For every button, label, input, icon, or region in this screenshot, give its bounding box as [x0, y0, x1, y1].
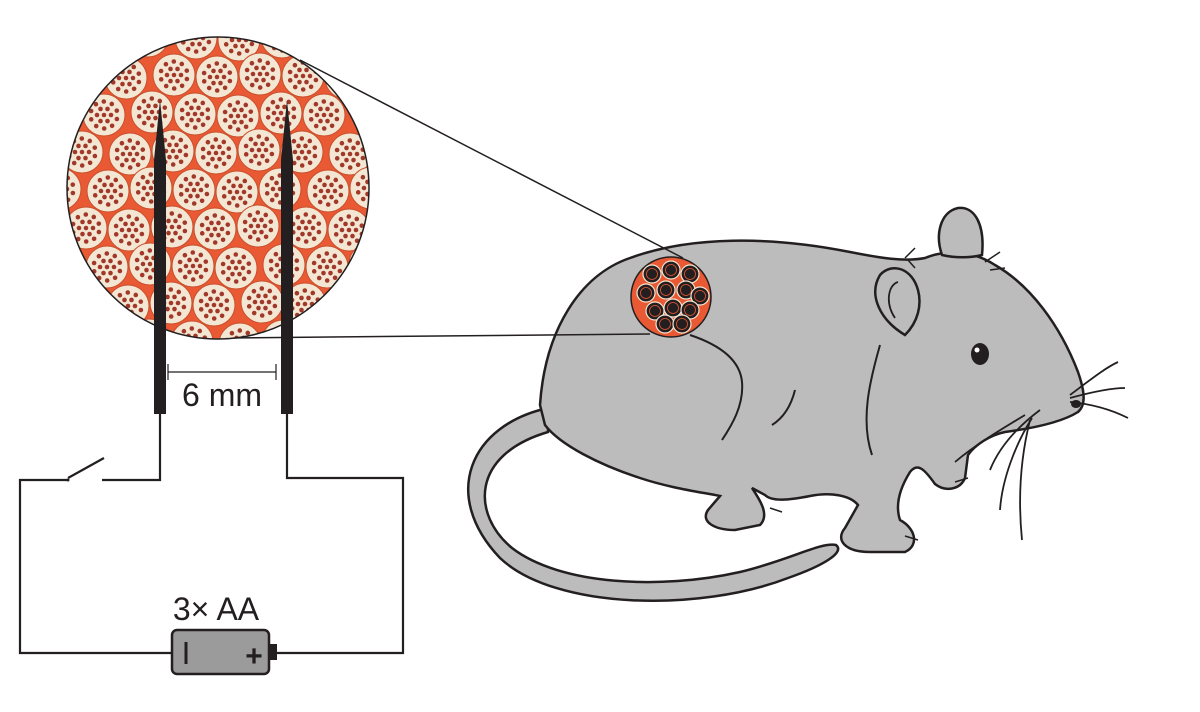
muscle-fiber [106, 284, 150, 328]
muscle-fiber [284, 206, 328, 250]
muscle-fiber-small [690, 286, 710, 306]
muscle-fiber [85, 245, 129, 289]
muscle-fiber [303, 37, 347, 61]
circuit-wires [18, 414, 405, 655]
muscle-fiber [67, 319, 85, 339]
mouse-toes [769, 477, 969, 541]
muscle-fiber-small [661, 260, 681, 280]
muscle-fiber [67, 54, 105, 98]
muscle-fiber [237, 128, 281, 172]
muscle-fiber [108, 132, 152, 176]
muscle-fiber [104, 56, 148, 100]
muscle-fiber [259, 91, 303, 135]
muscle-fiber [218, 322, 262, 339]
muscle-fiber [83, 37, 127, 61]
electrode-left [154, 100, 166, 414]
mouse-illustration [467, 206, 1129, 603]
muscle-fiber [326, 284, 369, 328]
muscle-fiber-small [676, 280, 696, 300]
muscle-fiber [67, 206, 108, 250]
muscle-fiber [236, 204, 280, 248]
mouse-fur-tufts [904, 247, 1006, 271]
muscle-fiber-small [655, 314, 675, 334]
muscle-fiber-small [680, 264, 700, 284]
muscle-fiber-small [642, 264, 662, 284]
distance-label: 6 mm [182, 377, 262, 413]
muscle-fiber-small [645, 301, 665, 321]
mouse-haunch-line [689, 334, 744, 441]
muscle-fiber [346, 37, 369, 58]
mouse-body [538, 239, 1085, 554]
mouse-eye [971, 343, 989, 365]
muscle-fiber [238, 52, 282, 96]
distance-marker [167, 364, 277, 380]
muscle-fiber [216, 94, 260, 138]
muscle-fiber [86, 169, 130, 213]
muscle-fiber [349, 166, 369, 210]
muscle-fiber [328, 132, 369, 176]
muscle-fiber [302, 93, 346, 137]
muscle-fiber [214, 246, 258, 290]
muscle-fiber-small [672, 314, 692, 334]
muscle-fiber [215, 170, 259, 214]
mouse-ear-inner [888, 281, 899, 319]
muscle-fiber [130, 90, 174, 134]
mouse-whiskers [954, 361, 1129, 541]
muscle-fiber [173, 92, 217, 136]
muscle-fiber [67, 243, 86, 287]
muscle-fiber [172, 168, 216, 212]
battery-label: 3× AA [173, 591, 260, 627]
muscle-fiber [107, 208, 151, 252]
muscle-fiber [304, 321, 348, 339]
muscle-fiber [67, 167, 82, 211]
muscle-fiber-small [663, 298, 683, 318]
mouse-shoulder-line [771, 344, 881, 456]
electrode-right [281, 100, 293, 414]
muscle-fiber-small [636, 283, 656, 303]
muscle-fiber [193, 207, 237, 251]
muscle-fiber [84, 321, 128, 339]
muscle-fiber [305, 245, 349, 289]
muscle-fiber [306, 169, 350, 213]
muscle-fiber [324, 56, 368, 100]
zoom-lines [224, 59, 684, 339]
muscle-fiber-small [656, 280, 676, 300]
mouse-eye-highlight [974, 347, 980, 353]
tissue-patch-small [630, 256, 712, 338]
muscle-fiber [82, 93, 126, 137]
battery-plus-label: + [245, 640, 263, 673]
mouse-tail [467, 406, 840, 603]
switch-pivot [66, 478, 70, 482]
mouse-ear-back [937, 206, 984, 259]
muscle-fiber [170, 320, 214, 339]
muscle-fiber [194, 131, 238, 175]
muscle-fiber [195, 55, 239, 99]
muscle-fiber [67, 37, 84, 59]
muscle-fiber [258, 167, 302, 211]
mouse-ear-front [874, 266, 921, 337]
muscle-fiber [67, 130, 104, 174]
muscle-fiber [240, 280, 284, 324]
muscle-fiber [126, 37, 170, 58]
muscle-fiber [67, 91, 83, 135]
muscle-fiber [171, 244, 215, 288]
muscle-fiber [347, 318, 369, 339]
muscle-fiber [152, 53, 196, 97]
tissue-cross-section [66, 36, 370, 340]
battery [170, 628, 277, 676]
muscle-fiber [67, 282, 107, 326]
muscle-fiber [192, 283, 236, 327]
